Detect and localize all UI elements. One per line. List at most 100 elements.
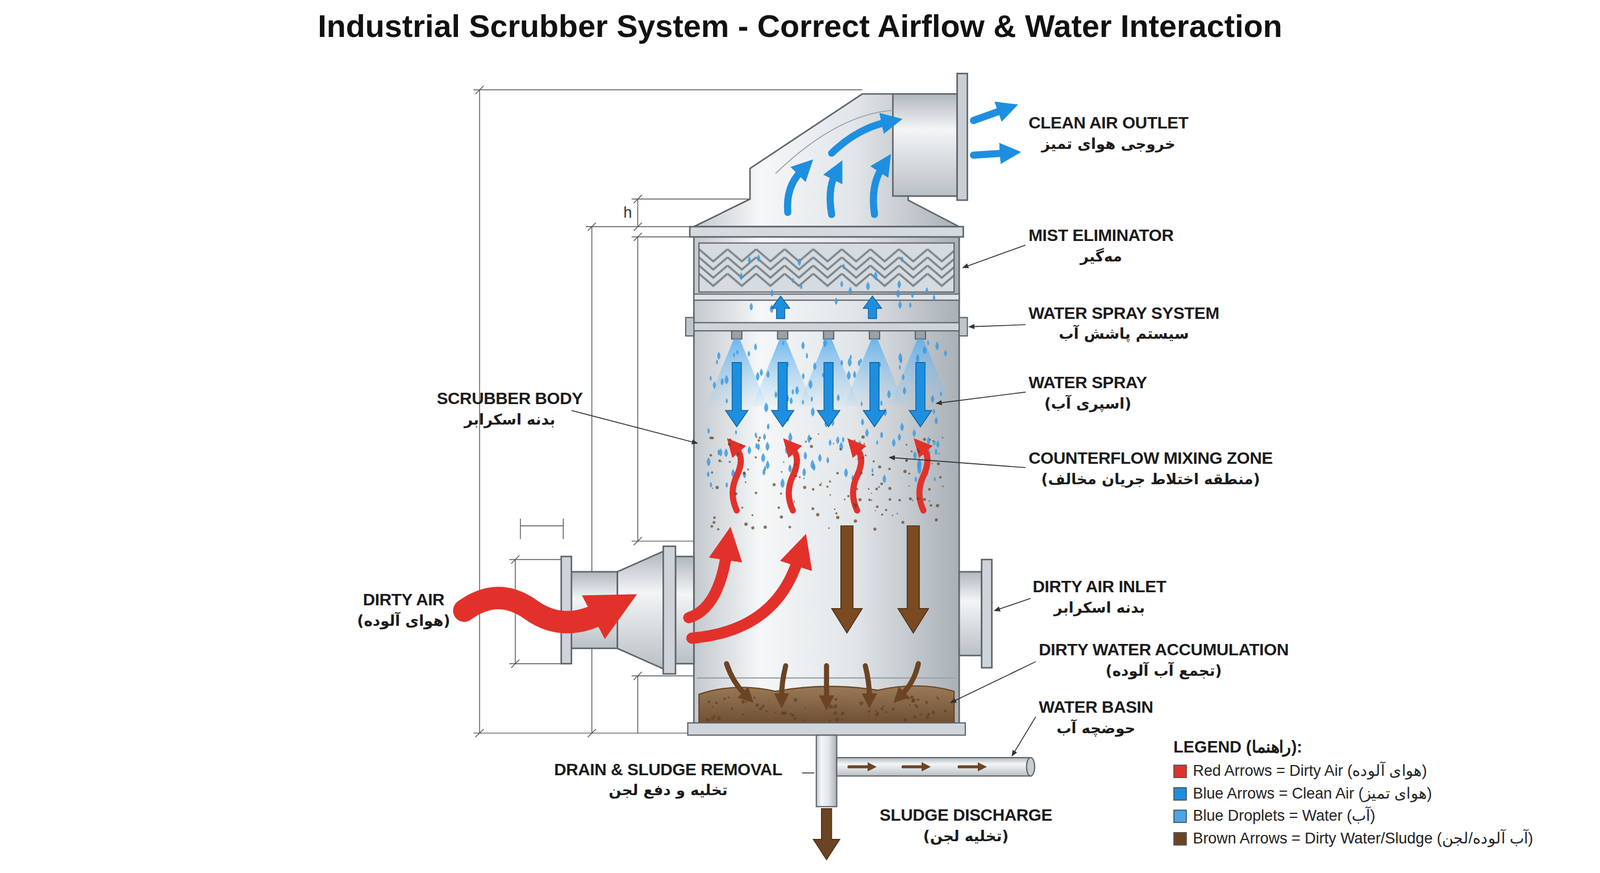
sludge-particles — [718, 459, 722, 462]
sludge-particles — [811, 506, 815, 510]
sludge-particles — [931, 710, 936, 715]
left-inlet-pipe — [663, 546, 676, 674]
sludge-particles — [917, 698, 920, 701]
sludge-particles — [721, 460, 723, 462]
sludge-particles — [829, 494, 832, 497]
water-droplets — [865, 281, 870, 291]
sludge-particles — [788, 525, 792, 529]
water-spray-header — [915, 330, 926, 339]
callout-group: CLEAN AIR OUTLETخروجی هوای تمیز — [1028, 112, 1189, 156]
leader-lines — [951, 661, 1036, 703]
sludge-particles — [860, 471, 864, 475]
right-inlet-nozzle — [959, 559, 992, 668]
sludge-particles — [727, 442, 731, 446]
water-droplets — [936, 439, 940, 448]
water-droplets — [791, 388, 794, 395]
water-droplets — [848, 286, 853, 295]
sludge-particles — [827, 527, 830, 529]
sludge-particles — [728, 438, 732, 441]
sludge-particles — [871, 473, 874, 476]
sludge-particles — [847, 494, 850, 498]
water-droplets — [754, 431, 757, 438]
sludge-particles — [835, 717, 840, 722]
water-droplets — [709, 375, 712, 381]
water-droplets — [717, 448, 721, 456]
leader-lines — [571, 244, 1036, 773]
sludge-particles — [906, 696, 910, 700]
sludge-particles — [828, 719, 831, 722]
water-droplets — [910, 291, 914, 299]
sludge-particles — [881, 513, 884, 516]
leader-lines — [889, 457, 1026, 468]
water-droplets — [934, 448, 938, 456]
sludge-particles — [861, 456, 864, 459]
sludge-particles — [794, 463, 798, 466]
water-droplets — [898, 300, 902, 310]
clean-air-arrows — [787, 110, 1004, 215]
sludge-particles — [742, 471, 746, 475]
sludge-particles — [936, 461, 940, 465]
left-inlet-pipe — [561, 556, 572, 664]
sludge-particles — [717, 527, 720, 531]
water-droplets — [852, 370, 857, 379]
water-droplets — [715, 359, 719, 365]
dirty-air-arrows — [788, 448, 797, 511]
water-droplets — [934, 416, 939, 425]
sludge-particles — [932, 439, 935, 442]
sludge-particles — [780, 492, 783, 495]
sludge-particles — [819, 483, 822, 486]
sludge-particles — [744, 481, 747, 483]
water-droplets — [747, 350, 750, 357]
sludge-particles — [755, 436, 758, 439]
water-droplets — [805, 352, 808, 359]
water-down-arrows — [863, 362, 886, 427]
callout-label: MIST ELIMINATOR — [1028, 224, 1174, 245]
sludge-particles — [855, 506, 857, 508]
sludge-discharge-arrow — [813, 808, 840, 860]
sludge-particles — [763, 525, 768, 529]
sludge-particles — [793, 717, 797, 720]
water-droplets — [818, 453, 822, 462]
sludge-particles — [705, 432, 948, 722]
sludge-particles — [803, 719, 806, 722]
sludge-flow-arrows — [959, 764, 980, 768]
water-droplets — [810, 406, 815, 417]
drain-pipe — [1026, 757, 1035, 776]
sludge-particles — [841, 718, 844, 720]
sludge-particles — [935, 503, 940, 508]
sludge-particles — [908, 472, 911, 475]
sludge-particles — [834, 508, 836, 511]
leader-lines — [571, 410, 698, 443]
water-droplets — [753, 343, 757, 351]
leader-lines — [963, 244, 1026, 268]
water-droplets — [766, 369, 770, 378]
sludge-particles — [709, 453, 713, 457]
sludge-particles — [747, 468, 749, 470]
water-droplets — [932, 408, 936, 415]
water-droplets — [873, 271, 878, 281]
sludge-particles — [736, 452, 739, 455]
water-droplets — [898, 352, 903, 362]
sludge-particles — [793, 501, 796, 503]
water-droplets — [747, 256, 751, 264]
sludge-particles — [782, 461, 785, 463]
water-droplets — [755, 371, 760, 381]
clean-air-arrows — [771, 296, 790, 319]
sludge-particles — [923, 437, 927, 441]
sludge-particles — [939, 476, 942, 479]
callout-label: (اسپری آب) — [1028, 392, 1147, 415]
sludge-particles — [936, 696, 939, 698]
clean-air-outlet-duct — [775, 110, 894, 174]
water-droplets — [782, 340, 785, 346]
water-droplets — [886, 389, 891, 399]
dirty-water-arrows — [902, 663, 919, 695]
water-droplets — [788, 464, 792, 473]
dirty-water-arrows — [726, 663, 745, 695]
water-droplets — [842, 436, 845, 443]
water-droplets — [706, 253, 948, 489]
water-droplets — [902, 386, 907, 395]
water-droplets — [909, 301, 912, 308]
callout-label: SLUDGE DISCHARGE — [879, 804, 1053, 825]
water-droplets — [834, 297, 838, 305]
sludge-discharge-arrow — [813, 808, 840, 860]
